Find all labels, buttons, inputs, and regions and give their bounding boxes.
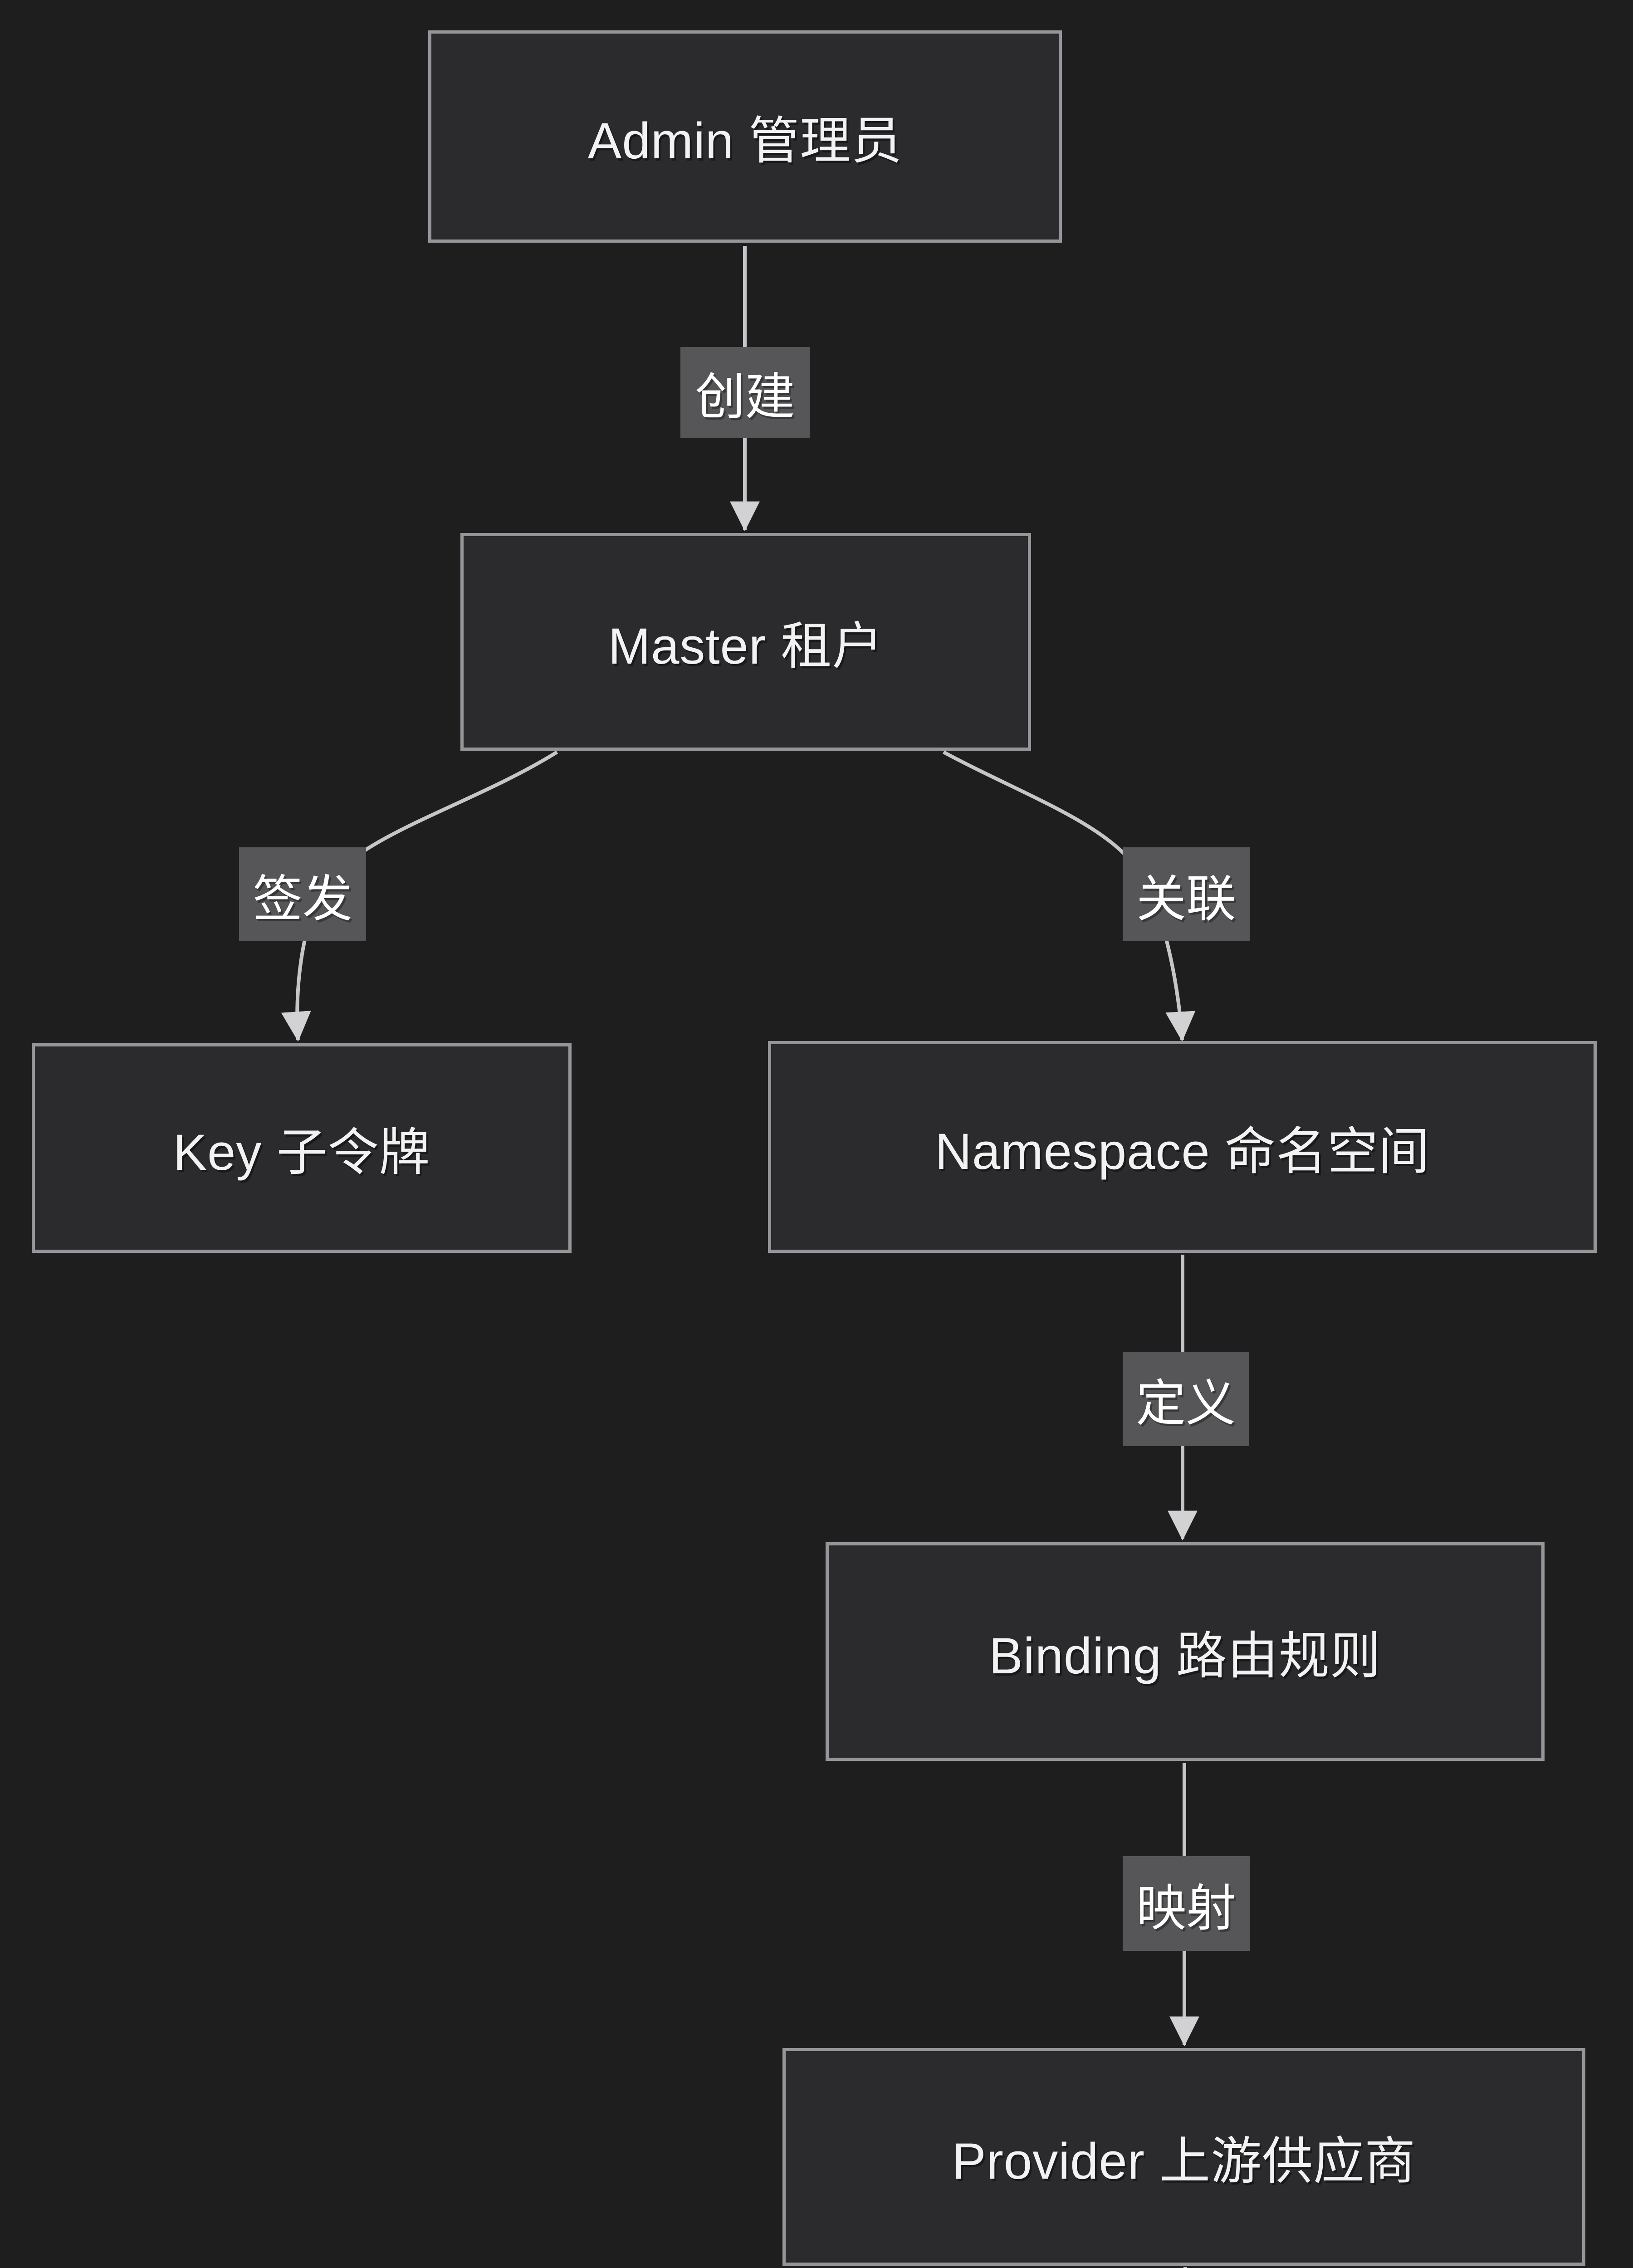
edge-label-issue: 签发 (239, 847, 366, 941)
node-provider: Provider 上游供应商 (782, 2048, 1585, 2266)
node-namespace-label: Namespace 命名空间 (935, 1123, 1430, 1180)
node-key: Key 子令牌 (32, 1043, 572, 1253)
edge-label-map: 映射 (1123, 1856, 1250, 1951)
node-provider-label: Provider 上游供应商 (952, 2133, 1416, 2190)
node-binding-label: Binding 路由规则 (989, 1628, 1381, 1684)
node-master: Master 租户 (460, 533, 1031, 751)
edge-label-create-text: 创建 (695, 369, 795, 425)
node-admin-label: Admin 管理员 (587, 112, 903, 169)
edge-label-define: 定义 (1123, 1352, 1249, 1446)
edge-label-issue-text: 签发 (253, 871, 352, 927)
edge-label-define-text: 定义 (1136, 1376, 1236, 1432)
node-master-label: Master 租户 (608, 618, 884, 675)
edge-label-create: 创建 (680, 347, 810, 438)
node-binding: Binding 路由规则 (826, 1542, 1545, 1761)
node-namespace: Namespace 命名空间 (768, 1041, 1597, 1253)
edge-label-map-text: 映射 (1136, 1880, 1236, 1936)
node-key-label: Key 子令牌 (173, 1124, 430, 1181)
node-admin: Admin 管理员 (428, 30, 1062, 243)
edge-label-associate-text: 关联 (1136, 871, 1236, 927)
edge-label-associate: 关联 (1123, 847, 1250, 941)
